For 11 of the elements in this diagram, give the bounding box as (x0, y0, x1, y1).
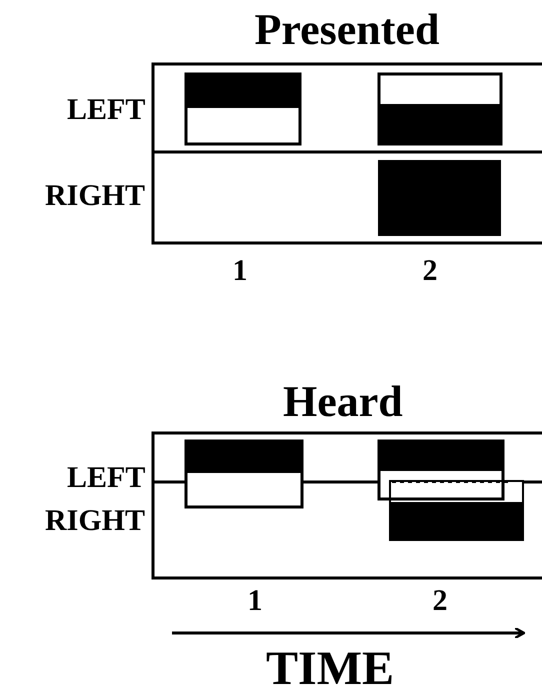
panel-title: Presented (254, 8, 440, 52)
time-step-number: 2 (422, 256, 438, 286)
row-label: RIGHT (45, 506, 146, 536)
time-step-number: 1 (232, 256, 248, 286)
row-label: LEFT (67, 463, 146, 493)
time-step-number: 2 (432, 586, 448, 616)
row-label: RIGHT (45, 181, 146, 211)
axis-label: TIME (266, 645, 394, 693)
time-step-number: 1 (248, 586, 262, 616)
panel-title: Heard (283, 380, 403, 424)
row-label: LEFT (67, 95, 146, 125)
